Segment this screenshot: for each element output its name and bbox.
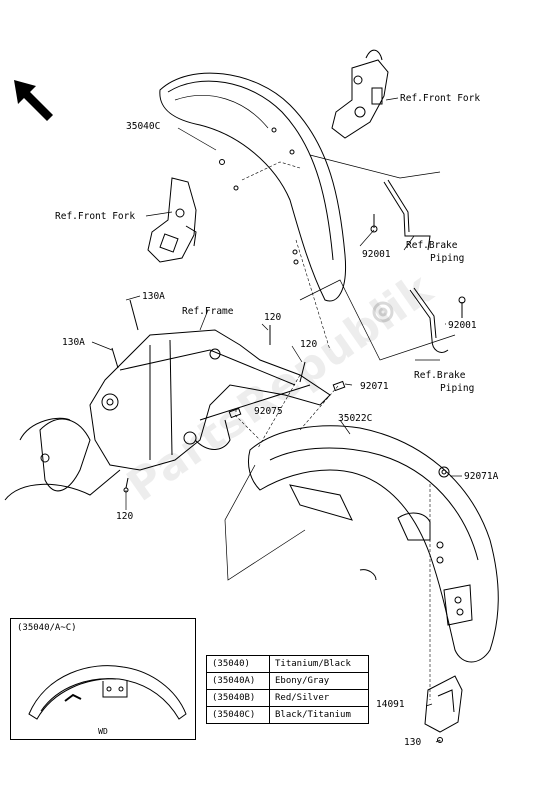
label-bolt-130a-left: 130A: [62, 337, 85, 348]
front-fork-left: [147, 177, 197, 263]
front-fender: [159, 72, 347, 302]
color-code: (35040A): [206, 672, 270, 690]
color-code-table: (35040) Titanium/Black (35040A) Ebony/Gr…: [206, 655, 369, 724]
table-row: (35040A) Ebony/Gray: [206, 672, 369, 690]
arrow-up-left-icon: [14, 80, 53, 121]
label-ref-brake-piping-b-2: Piping: [440, 383, 475, 394]
table-row: (35040) Titanium/Black: [206, 655, 369, 673]
table-row: (35040B) Red/Silver: [206, 689, 369, 707]
inset-caption: WD: [98, 727, 108, 736]
label-damper-92075: 92075: [254, 406, 283, 417]
label-bolt-92001-a: 92001: [362, 249, 391, 260]
color-code: (35040): [206, 655, 270, 673]
inset-title: (35040/A~C): [17, 623, 77, 633]
label-clip-92071: 92071: [360, 381, 389, 392]
label-bolt-130: 130: [404, 737, 422, 748]
leader-lines: [234, 161, 441, 742]
color-name: Titanium/Black: [269, 655, 369, 673]
inset-fender-drawing: [28, 665, 187, 720]
label-ref-brake-piping-a-2: Piping: [430, 253, 465, 264]
rear-fender: [247, 425, 499, 663]
label-fender-rear: 35022C: [338, 413, 373, 424]
label-ref-front-fork-right: Ref.Front Fork: [400, 93, 481, 104]
color-name: Red/Silver: [269, 689, 369, 707]
label-bolt-120-c: 120: [116, 511, 134, 522]
label-ref-brake-piping-a-1: Ref.Brake: [406, 240, 458, 251]
callout-lines: [91, 97, 462, 743]
color-name: Ebony/Gray: [269, 672, 369, 690]
bracket-14091: [424, 675, 463, 743]
label-ref-frame: Ref.Frame: [182, 306, 234, 317]
color-name: Black/Titanium: [269, 706, 369, 724]
front-fork-right: [331, 49, 389, 139]
label-bolt-120-a: 120: [264, 312, 282, 323]
label-bolt-92001-b: 92001: [448, 320, 477, 331]
color-code: (35040C): [206, 706, 270, 724]
rear-frame: [4, 299, 331, 501]
label-fender-front: 35040C: [126, 121, 161, 132]
color-code: (35040B): [206, 689, 270, 707]
fasteners: [123, 380, 450, 493]
fender-variants-inset: (35040/A~C) WD: [10, 618, 196, 740]
brake-pipe-clamp-b: [409, 287, 466, 353]
brake-pipe-clamp-a: [370, 179, 431, 251]
label-bolt-120-b: 120: [300, 339, 318, 350]
label-ref-front-fork-left: Ref.Front Fork: [55, 211, 136, 222]
label-ref-brake-piping-b-1: Ref.Brake: [414, 370, 466, 381]
label-grommet-92071a: 92071A: [464, 471, 499, 482]
label-bolt-130a-top: 130A: [142, 291, 165, 302]
label-bracket-14091: 14091: [376, 699, 405, 710]
table-row: (35040C) Black/Titanium: [206, 706, 369, 724]
